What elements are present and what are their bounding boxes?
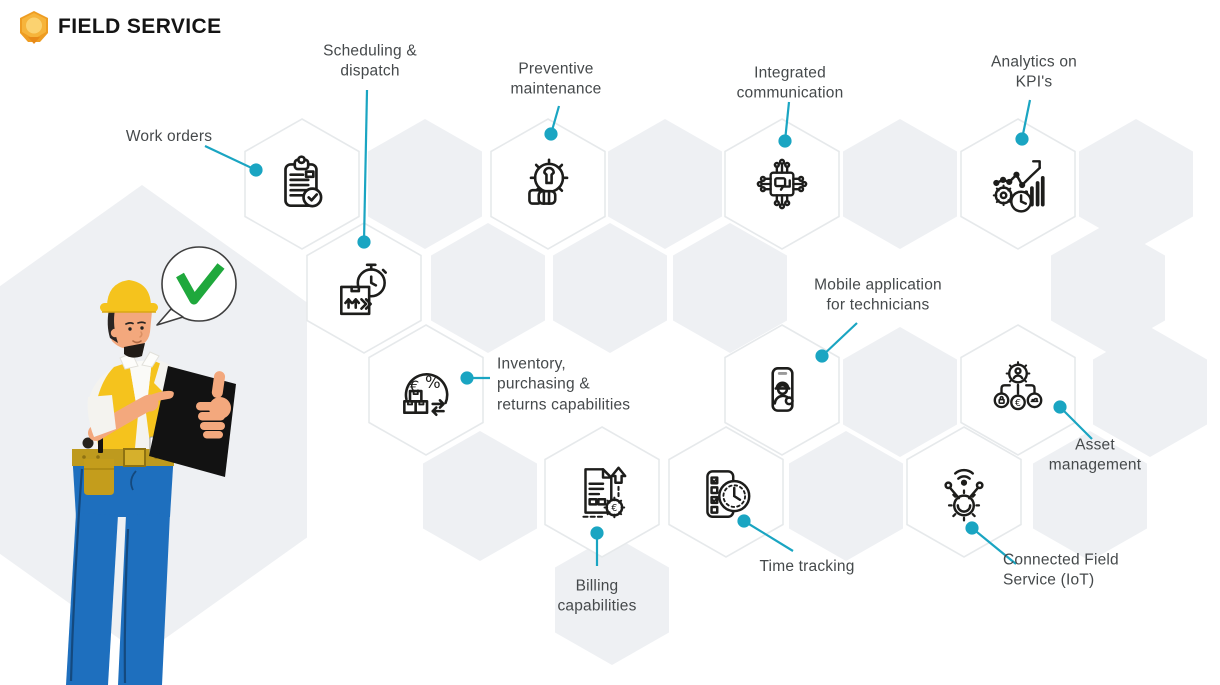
logo: FIELD SERVICE — [16, 9, 222, 45]
checklist-clock-icon — [706, 470, 751, 518]
iot-gear-wifi-icon — [944, 469, 984, 522]
label-mobile-app: Mobile application for technicians — [814, 276, 942, 314]
euro-glyph: € — [611, 503, 617, 514]
label-inventory: Inventory, purchasing & returns capabili… — [497, 355, 631, 414]
asset-gear-categories-icon: € — [993, 361, 1043, 411]
label-integrated-communication: Integrated communication — [736, 64, 844, 102]
background-hexagon — [843, 119, 957, 249]
hex-tile-time-tracking — [668, 426, 784, 558]
background-hexagon — [555, 535, 669, 665]
hex-tile-billing: € — [544, 426, 660, 558]
label-preventive-maintenance: Preventive maintenance — [510, 60, 602, 98]
brand-title: FIELD SERVICE — [58, 15, 222, 38]
label-work-orders: Work orders — [125, 127, 213, 145]
green-checkmark-icon — [176, 263, 225, 305]
label-billing: Billing capabilities — [557, 577, 637, 615]
label-connected-iot: Connected Field Service (IoT) — [1003, 551, 1119, 589]
technician-illustration — [66, 280, 236, 685]
hex-tile-integrated-communication — [724, 118, 840, 250]
hex-tile-inventory: € % — [368, 324, 484, 456]
euro-percent-boxes-icon: € % — [403, 373, 449, 417]
hex-tile-scheduling-dispatch — [306, 222, 422, 354]
invoice-gear-euro-icon: € — [582, 466, 627, 519]
gear-wrench-hand-icon — [528, 158, 569, 205]
chip-chat-icon — [756, 158, 808, 210]
clipboard-check-icon — [284, 155, 323, 208]
euro-glyph: € — [1015, 398, 1021, 409]
label-time-tracking: Time tracking — [759, 557, 855, 575]
percent-glyph: % — [425, 373, 441, 392]
background-hexagon — [608, 119, 722, 249]
euro-glyph: € — [410, 378, 420, 396]
label-scheduling-dispatch: Scheduling & dispatch — [323, 42, 417, 80]
hex-tile-mobile-app — [724, 324, 840, 456]
label-analytics-kpi: Analytics on KPI's — [991, 53, 1077, 91]
speech-bubble — [156, 246, 237, 326]
orange-hexagon-gem-icon — [20, 11, 48, 44]
label-asset-management: Asset management — [1048, 436, 1142, 474]
hex-tile-analytics-kpi — [960, 118, 1076, 250]
package-stopwatch-icon — [340, 263, 387, 316]
background-hexagon — [368, 119, 482, 249]
phone-technician-icon — [771, 367, 794, 412]
hex-tile-connected-iot — [906, 426, 1022, 558]
background-hexagon — [1079, 119, 1193, 249]
hex-tile-preventive-maintenance — [490, 118, 606, 250]
kpi-chart-gear-clock-icon — [992, 160, 1045, 213]
hex-tile-asset-management: € — [960, 324, 1076, 456]
